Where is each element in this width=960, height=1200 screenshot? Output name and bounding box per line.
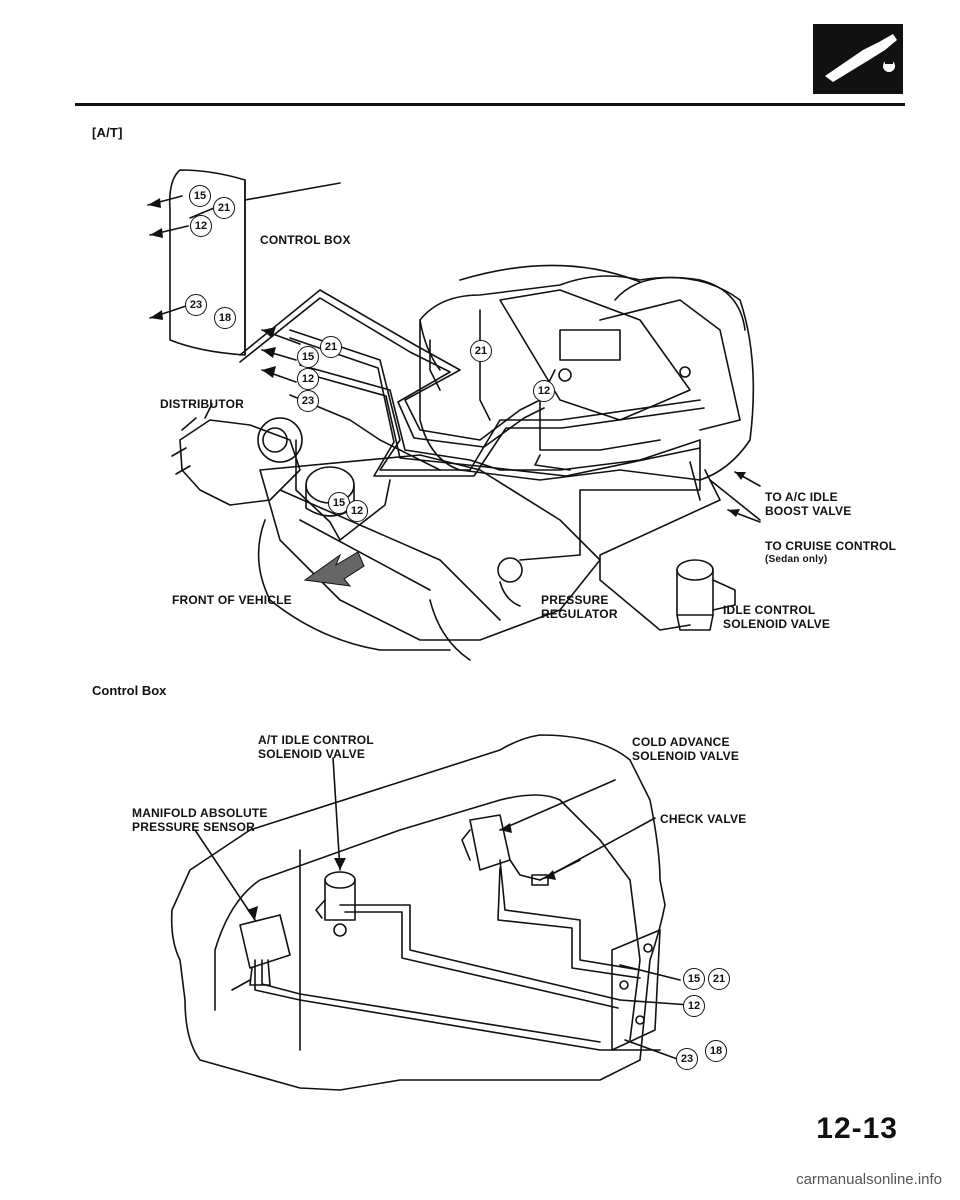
front-direction-arrow [303, 551, 365, 587]
hose-number-23-bundle: 23 [297, 390, 319, 412]
engine-body [419, 275, 755, 481]
hose-number-12-bundle: 12 [297, 368, 319, 390]
watermark: carmanualsonline.info [796, 1171, 942, 1188]
distributor-body [179, 419, 301, 506]
check-valve-label: CHECK VALVE [660, 812, 747, 826]
pressure-regulator-label: PRESSURE REGULATOR [541, 593, 618, 621]
hose-number-21-plate: 21 [708, 968, 730, 990]
fuel-pump-nozzle-icon [813, 24, 903, 94]
control-box-section-title: Control Box [92, 683, 167, 698]
to-cruise-control-label: TO CRUISE CONTROL [765, 539, 897, 553]
hose-number-21-throttle: 21 [470, 340, 492, 362]
map-sensor-label: MANIFOLD ABSOLUTE PRESSURE SENSOR [132, 806, 268, 834]
hose-bundle-a [239, 289, 541, 441]
to-cruise-note: (Sedan only) [765, 554, 828, 565]
front-of-vehicle-label: FRONT OF VEHICLE [172, 593, 292, 607]
hose-number-15-bundle: 15 [297, 346, 319, 368]
fuel-nozzle-graphic [825, 34, 897, 82]
control-box-outline [168, 169, 246, 356]
hose-number-12-box: 12 [190, 215, 212, 237]
mounting-bracket [611, 929, 661, 1051]
hose-number-15-box: 15 [189, 185, 211, 207]
to-ac-idle-boost-label: TO A/C IDLE BOOST VALVE [765, 490, 852, 518]
at-idle-solenoid-label: A/T IDLE CONTROL SOLENOID VALVE [258, 733, 374, 761]
control-box-plate [170, 734, 666, 1091]
control-box-label: CONTROL BOX [260, 233, 351, 247]
distributor-label: DISTRIBUTOR [160, 397, 244, 411]
hose-number-12-filter: 12 [346, 500, 368, 522]
hose-number-23-plate: 23 [676, 1048, 698, 1070]
header-rule [75, 103, 905, 106]
hose-number-12-plate: 12 [683, 995, 705, 1017]
cold-advance-solenoid-label: COLD ADVANCE SOLENOID VALVE [632, 735, 740, 763]
hose-number-23-box: 23 [185, 294, 207, 316]
hose-number-18-box: 18 [214, 307, 236, 329]
hose-number-12-throttle: 12 [533, 380, 555, 402]
hose-number-21-box: 21 [213, 197, 235, 219]
transmission-tag: [A/T] [92, 125, 123, 140]
hose-number-21-bundle: 21 [320, 336, 342, 358]
hose-number-18-plate: 18 [705, 1040, 727, 1062]
idle-control-solenoid-label: IDLE CONTROL SOLENOID VALVE [723, 603, 831, 631]
hose-number-15-plate: 15 [683, 968, 705, 990]
page-number: 12-13 [816, 1112, 898, 1145]
